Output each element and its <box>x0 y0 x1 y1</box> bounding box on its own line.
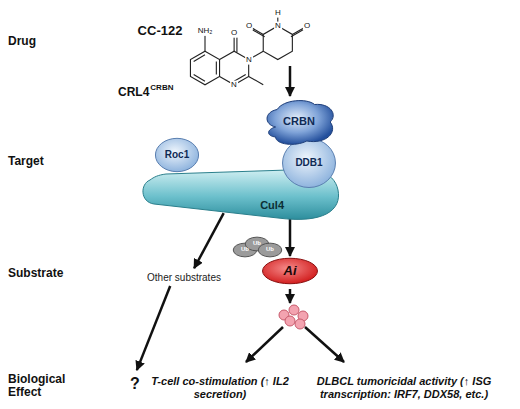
atom-label: O <box>230 29 238 38</box>
arrow-connector <box>137 286 170 370</box>
effect-text: DLBCL tumoricidal activity (↑ ISG transc… <box>292 372 516 404</box>
atom-label: NH₂ <box>197 27 214 36</box>
node-text: DLBCL tumoricidal activity (↑ ISG transc… <box>292 375 516 401</box>
shape-outline <box>283 139 336 188</box>
amine-bond <box>204 36 205 51</box>
degradation-arrow <box>289 289 292 303</box>
text-node: Other substrates <box>138 270 230 286</box>
complex-superscript: CRBN <box>150 84 173 93</box>
shape-outline <box>258 243 282 257</box>
arrow-connector <box>289 218 292 256</box>
protein-blob: Roc1 <box>155 138 199 172</box>
label-holder: O <box>303 22 311 31</box>
shape-outline <box>263 258 318 283</box>
atom-label: N <box>274 22 282 31</box>
node-text: Ai <box>284 263 297 279</box>
atom-label: O <box>303 22 311 31</box>
node-text: Ub <box>253 240 261 247</box>
row-label: Target <box>8 155 44 168</box>
carbonyl-bond <box>251 29 264 37</box>
atom-label: N <box>230 81 238 90</box>
node-text: Roc1 <box>165 149 189 161</box>
drug-name: CC-122 <box>138 24 183 38</box>
label-holder: O <box>245 22 253 31</box>
label-holder: N <box>230 81 238 90</box>
protein-blob: DDB1 <box>282 138 336 188</box>
atom-label: N <box>245 56 253 65</box>
effect-arrow <box>246 327 283 362</box>
label-holder: Target <box>8 155 44 168</box>
node-text: Other substrates <box>147 272 221 284</box>
carbonyl-bond <box>236 37 237 52</box>
degraded-fragments <box>279 305 308 329</box>
node-text: Ub <box>266 246 274 253</box>
complex-name: CRL4 <box>118 86 149 99</box>
label-holder: O <box>230 29 238 38</box>
glutarimide-ring <box>263 26 292 60</box>
fragment-dot <box>285 316 295 326</box>
node-text: DDB1 <box>295 157 322 169</box>
substrate-ellipse: Ai <box>262 258 318 284</box>
double-bond <box>194 55 205 62</box>
row-label: Biological Effect <box>8 373 78 399</box>
node-text: T-cell co-stimulation (↑ IL2 secretion) <box>150 375 290 401</box>
node-text: Cul4 <box>260 199 284 212</box>
label-holder: N <box>245 56 253 65</box>
fragment-dot <box>289 305 299 315</box>
label-holder: H <box>274 9 282 18</box>
node-text: Ub <box>241 246 249 253</box>
ubiquitin-bead: Ub <box>258 243 282 257</box>
label-holder: Biological Effect <box>8 373 78 399</box>
label-holder: CRL4 <box>118 86 149 99</box>
label-holder: N <box>274 22 282 31</box>
atom-label: O <box>245 22 253 31</box>
label-holder: CRBN <box>150 84 173 93</box>
binding-arrow <box>289 66 292 96</box>
node-text: CRBN <box>283 115 315 128</box>
shape-outline <box>267 101 333 145</box>
arrow-connector <box>194 213 224 268</box>
label-holder: NH₂ <box>197 27 214 36</box>
effect-text: T-cell co-stimulation (↑ IL2 secretion) <box>150 372 290 404</box>
double-bond <box>216 61 217 74</box>
unknown-effect: ? <box>124 372 146 396</box>
benzene-ring <box>190 51 219 85</box>
shape-outline <box>155 138 198 171</box>
carbonyl-bond <box>234 37 235 51</box>
chemical-structure <box>190 15 305 85</box>
row-label: Drug <box>8 35 36 48</box>
effect-arrow <box>305 327 344 362</box>
row-label: Substrate <box>8 267 63 280</box>
double-bond <box>194 75 205 82</box>
methyl-bond <box>249 76 264 84</box>
label-holder: CC-122 <box>138 24 183 38</box>
label-holder: Drug <box>8 35 36 48</box>
fragment-dot <box>295 319 305 329</box>
node-text: ? <box>130 374 140 393</box>
atom-label: H <box>274 9 282 18</box>
label-holder: Substrate <box>8 267 63 280</box>
protein-blob: CRBN <box>260 97 338 147</box>
